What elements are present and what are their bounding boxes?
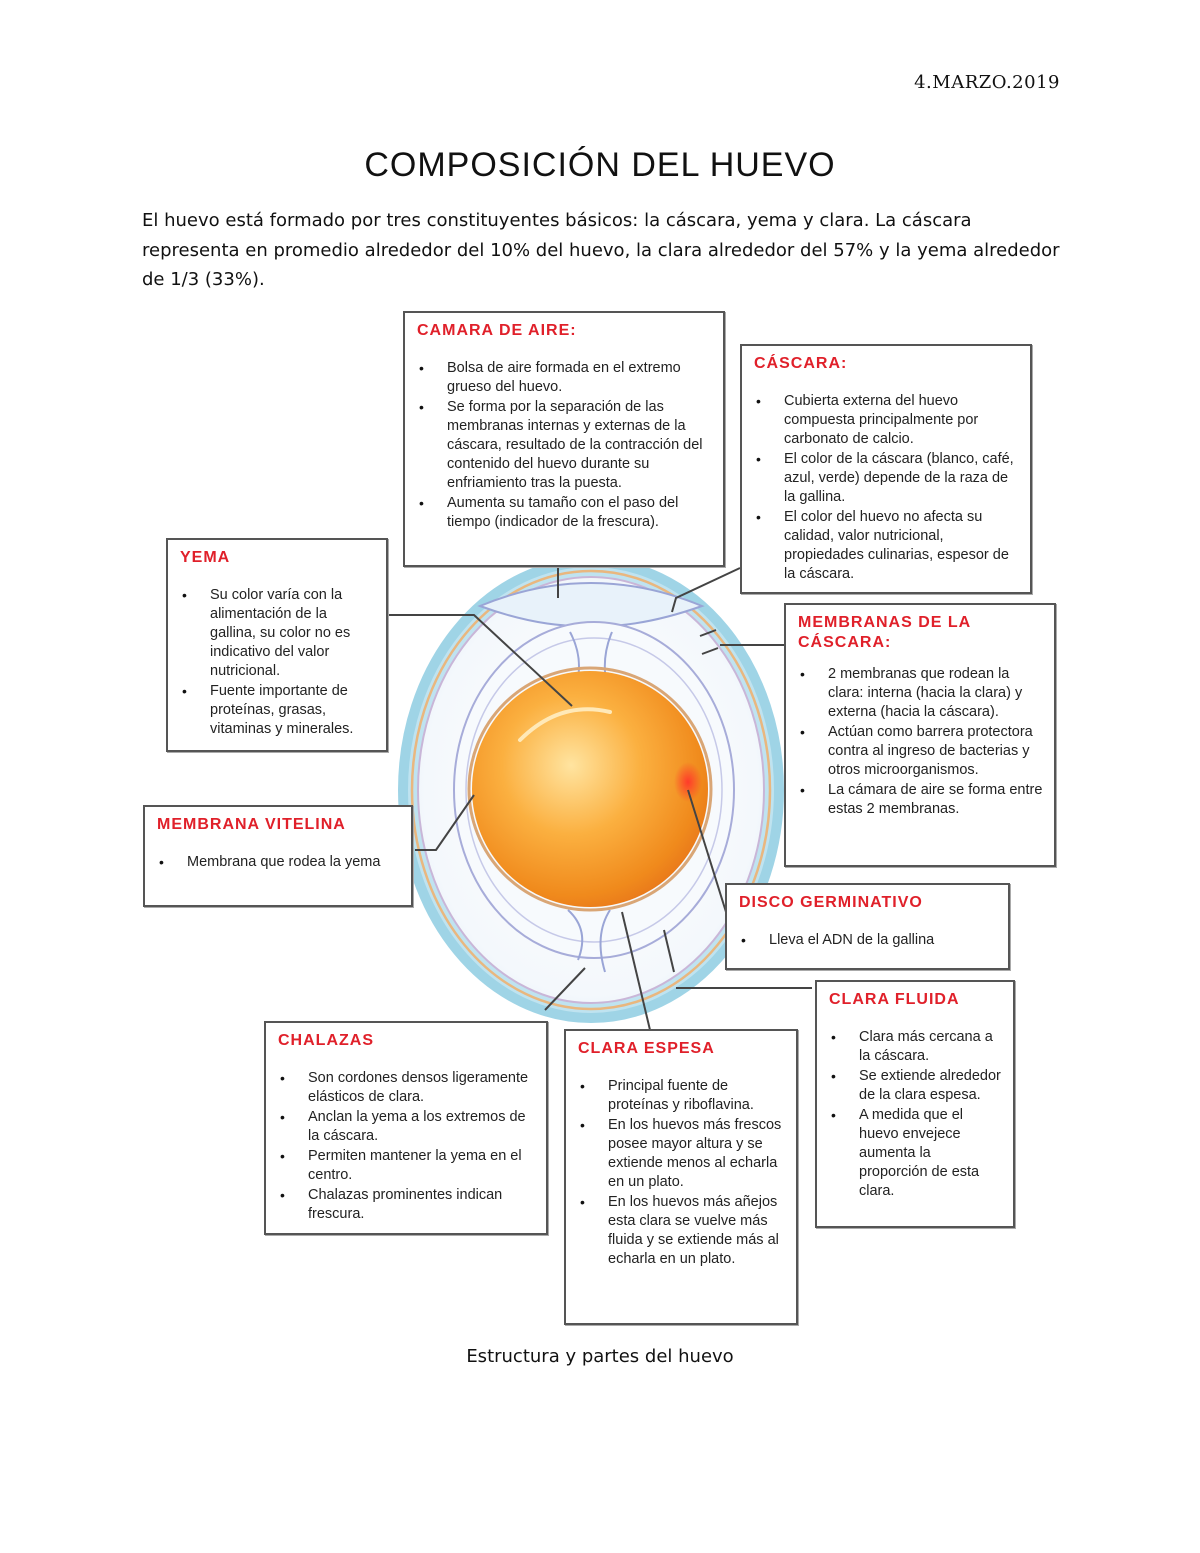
box-heading: CLARA FLUIDA: [829, 991, 960, 1008]
list-item: Son cordones densos ligeramente elástico…: [280, 1069, 536, 1107]
box-clara-fluida: CLARA FLUIDA Clara más cercana a la cásc…: [815, 980, 1015, 1228]
list-item: 2 membranas que rodean la clara: interna…: [800, 665, 1044, 722]
air-cell: [477, 582, 705, 628]
list-item: Bolsa de aire formada en el extremo grue…: [419, 359, 713, 397]
list-item: Permiten mantener la yema en el centro.: [280, 1147, 536, 1185]
box-list: Principal fuente de proteínas y riboflav…: [578, 1077, 786, 1269]
box-membranas-de-la-cascara: MEMBRANAS DE LA CÁSCARA: 2 membranas que…: [784, 603, 1056, 867]
list-item: A medida que el huevo envejece aumenta l…: [831, 1106, 1003, 1201]
list-item: Membrana que rodea la yema: [159, 853, 401, 872]
list-item: Se forma por la separación de las membra…: [419, 398, 713, 493]
leader-clara-espesa: [621, 911, 651, 1031]
list-item: Anclan la yema a los extremos de la cásc…: [280, 1108, 536, 1146]
box-heading: MEMBRANA VITELINA: [157, 816, 346, 833]
list-item: Principal fuente de proteínas y riboflav…: [580, 1077, 786, 1115]
box-list: Su color varía con la alimentación de la…: [180, 586, 376, 739]
chalaza-bottom: [567, 909, 611, 973]
leader-yema: [388, 614, 573, 707]
box-disco-germinativo: DISCO GERMINATIVO Lleva el ADN de la gal…: [725, 883, 1010, 970]
yolk-highlight: [518, 707, 612, 742]
box-membrana-vitelina: MEMBRANA VITELINA Membrana que rodea la …: [143, 805, 413, 907]
leader-disco: [687, 789, 727, 913]
list-item: En los huevos más añejos esta clara se v…: [580, 1193, 786, 1269]
box-list: Membrana que rodea la yema: [157, 853, 401, 872]
intro-paragraph: El huevo está formado por tres constituy…: [142, 210, 1060, 290]
list-item: La cámara de aire se forma entre estas 2…: [800, 781, 1044, 819]
list-item: Clara más cercana a la cáscara.: [831, 1028, 1003, 1066]
yolk: [472, 671, 708, 907]
thick-albumen-inner: [465, 637, 723, 943]
figure-caption: Estructura y partes del huevo: [466, 1346, 734, 1367]
box-chalazas: CHALAZAS Son cordones densos ligeramente…: [264, 1021, 548, 1235]
leader-cascara: [671, 567, 741, 613]
box-heading: MEMBRANAS DE LA CÁSCARA:: [798, 614, 971, 651]
box-list: Cubierta externa del huevo compuesta pri…: [754, 392, 1020, 584]
list-item: El color del huevo no afecta su calidad,…: [756, 508, 1020, 584]
box-yema: YEMA Su color varía con la alimentación …: [166, 538, 388, 752]
leader-chalazas: [544, 967, 586, 1011]
list-item: Lleva el ADN de la gallina: [741, 931, 998, 950]
box-cascara: CÁSCARA: Cubierta externa del huevo comp…: [740, 344, 1032, 594]
list-item: Chalazas prominentes indican frescura.: [280, 1186, 536, 1224]
germinal-disc: [674, 762, 702, 802]
page-title: COMPOSICIÓN DEL HUEVO: [364, 146, 836, 184]
box-list: Son cordones densos ligeramente elástico…: [278, 1069, 536, 1224]
box-list: Bolsa de aire formada en el extremo grue…: [417, 359, 713, 532]
box-heading: DISCO GERMINATIVO: [739, 894, 923, 911]
list-item: Su color varía con la alimentación de la…: [182, 586, 376, 681]
document-date: 4.MARZO.2019: [914, 72, 1060, 93]
box-heading: CÁSCARA:: [754, 355, 848, 372]
box-list: Clara más cercana a la cáscara. Se extie…: [829, 1028, 1003, 1201]
list-item: Cubierta externa del huevo compuesta pri…: [756, 392, 1020, 449]
outer-shell-membrane: [410, 569, 772, 1011]
list-item: Actúan como barrera protectora contra al…: [800, 723, 1044, 780]
box-heading: CHALAZAS: [278, 1032, 374, 1049]
box-list: 2 membranas que rodean la clara: interna…: [798, 665, 1044, 819]
box-clara-espesa: CLARA ESPESA Principal fuente de proteín…: [564, 1029, 798, 1325]
box-camara-de-aire: CAMARA DE AIRE: Bolsa de aire formada en…: [403, 311, 725, 567]
yolk-vitelline-membrane: [467, 666, 713, 912]
list-item: En los huevos más frescos posee mayor al…: [580, 1116, 786, 1192]
box-list: Lleva el ADN de la gallina: [739, 931, 998, 950]
box-heading: CAMARA DE AIRE:: [417, 322, 577, 339]
box-heading: YEMA: [180, 549, 231, 566]
list-item: Se extiende alrededor de la clara espesa…: [831, 1067, 1003, 1105]
list-item: Aumenta su tamaño con el paso del tiempo…: [419, 494, 713, 532]
box-heading: CLARA ESPESA: [578, 1040, 715, 1057]
list-item: Fuente importante de proteínas, grasas, …: [182, 682, 376, 739]
list-item: El color de la cáscara (blanco, café, az…: [756, 450, 1020, 507]
leader-vitelina: [415, 794, 475, 851]
